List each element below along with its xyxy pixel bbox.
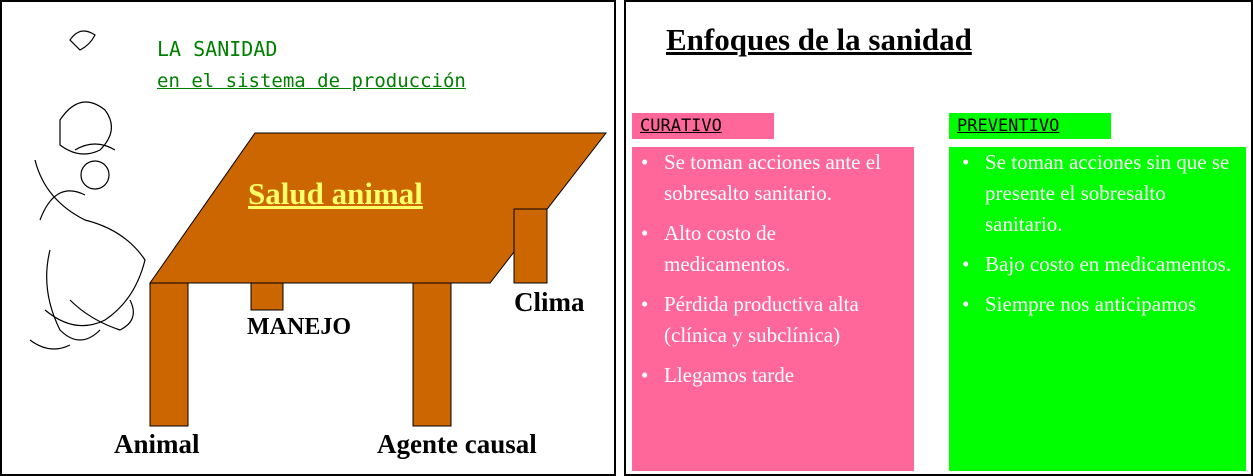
list-item: •Bajo costo en medicamentos. — [962, 252, 1232, 276]
table-top — [149, 132, 608, 284]
list-item: •Siempre nos anticipamos — [962, 292, 1197, 316]
table-leg-back-left — [250, 282, 284, 311]
preventivo-list: •Se toman acciones sin que se presente e… — [958, 147, 1243, 329]
sanidad-subtitle: en el sistema de producción — [157, 70, 466, 92]
list-item: •Se toman acciones ante el sobresalto sa… — [641, 150, 881, 205]
list-item: •Alto costo de medicamentos. — [641, 221, 791, 276]
label-animal: Animal — [114, 429, 200, 459]
table-leg-back-right — [513, 208, 548, 284]
label-clima: Clima — [514, 287, 585, 317]
table-title: Salud animal — [248, 176, 423, 211]
table-illustration — [29, 30, 608, 427]
sanidad-title: LA SANIDAD — [157, 37, 278, 61]
label-manejo: MANEJO — [247, 314, 351, 340]
table-leg-front-left — [149, 282, 189, 427]
list-item: •Llegamos tarde — [641, 363, 795, 387]
preventivo-label: PREVENTIVO — [949, 113, 1111, 139]
cartoon-rider-illustration — [29, 30, 146, 350]
list-item: •Pérdida productiva alta (clínica y subc… — [641, 292, 859, 347]
label-agente-causal: Agente causal — [377, 429, 537, 459]
right-title: Enfoques de la sanidad — [666, 22, 972, 57]
preventivo-box — [949, 147, 1246, 471]
curativo-box — [632, 147, 914, 471]
table-leg-front-right — [412, 282, 452, 427]
curativo-label: CURATIVO — [632, 113, 774, 139]
list-item: •Se toman acciones sin que se presente e… — [962, 150, 1230, 236]
curativo-list: •Se toman acciones ante el sobresalto sa… — [637, 147, 907, 400]
